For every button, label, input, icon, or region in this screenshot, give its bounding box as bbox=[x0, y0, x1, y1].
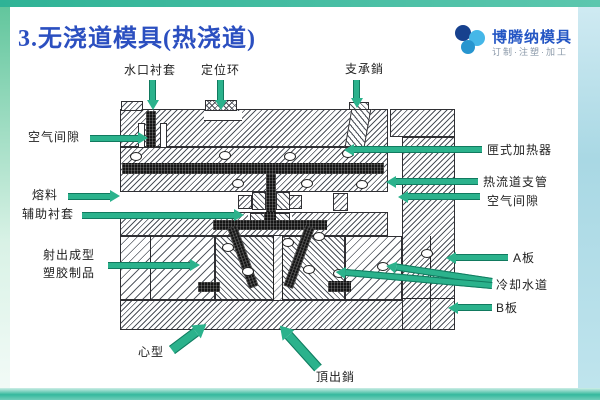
core-split-line bbox=[150, 236, 151, 330]
label-plate-a: A板 bbox=[513, 251, 536, 265]
locating-ring-boss bbox=[205, 100, 237, 111]
heater-hole bbox=[219, 151, 231, 160]
nozzle-flange-left bbox=[238, 195, 252, 209]
arrow-cartridge-heater bbox=[344, 144, 482, 156]
core-block-right bbox=[345, 236, 402, 300]
arrow-molded-product bbox=[108, 259, 200, 271]
company-logo-icon bbox=[453, 23, 489, 57]
label-molded-product-line1: 射出成型 bbox=[43, 248, 96, 262]
center-melt-channel bbox=[266, 174, 276, 214]
sprue-bushing-channel bbox=[146, 111, 156, 169]
arrow-air-gap-left bbox=[90, 132, 148, 144]
arrow-air-gap-right bbox=[398, 191, 480, 203]
ejector-pin bbox=[273, 236, 283, 330]
page-title: 3.无浇道模具(热浇道) bbox=[18, 26, 256, 52]
product-rim-right bbox=[328, 281, 351, 292]
label-locating-ring: 定位环 bbox=[201, 63, 241, 77]
logo-petal-mid bbox=[461, 40, 475, 54]
arrow-support-pin bbox=[351, 80, 363, 108]
right-accent-strip bbox=[578, 7, 600, 388]
cooling-hole bbox=[333, 269, 345, 278]
label-sprue-bushing: 水口衬套 bbox=[124, 63, 177, 77]
nozzle-flange-right bbox=[288, 195, 302, 209]
bottom-accent-bar bbox=[0, 388, 600, 400]
locating-ring-seat bbox=[204, 111, 242, 121]
heater-hole bbox=[130, 152, 142, 161]
arrow-plate-a bbox=[446, 252, 508, 264]
nozzle-bushing-right bbox=[276, 192, 290, 210]
label-ejector-pin: 頂出銷 bbox=[316, 370, 356, 384]
heater-hole bbox=[284, 152, 296, 161]
label-hot-runner-manifold: 热流道支管 bbox=[483, 175, 549, 189]
cooling-hole bbox=[377, 262, 389, 271]
b-plate bbox=[120, 300, 403, 330]
product-rim-left bbox=[198, 282, 220, 292]
air-gap-spacer bbox=[333, 193, 348, 211]
cooling-hole bbox=[421, 249, 433, 258]
company-logo-tagline: 订制·注塑·加工 bbox=[492, 47, 568, 57]
mold-side-frame bbox=[402, 137, 455, 330]
label-air-gap-left: 空气间隙 bbox=[28, 130, 81, 144]
label-melt: 熔料 bbox=[32, 188, 59, 202]
sprue-air-slot-right bbox=[160, 123, 167, 148]
cooling-hole bbox=[303, 265, 315, 274]
label-molded-product-line2: 塑胶制品 bbox=[43, 266, 96, 280]
company-logo-name: 博腾纳模具 bbox=[492, 29, 573, 46]
cooling-hole bbox=[222, 243, 234, 252]
arrow-locating-ring bbox=[215, 80, 227, 110]
label-cooling-channel: 冷却水道 bbox=[496, 278, 549, 292]
arrow-melt bbox=[68, 190, 120, 202]
label-air-gap-right: 空气间隙 bbox=[487, 194, 540, 208]
cooling-hole bbox=[313, 232, 325, 241]
heater-hole bbox=[301, 179, 313, 188]
cooling-hole bbox=[242, 267, 254, 276]
top-accent-bar bbox=[0, 0, 600, 7]
label-support-pin: 支承銷 bbox=[345, 62, 385, 76]
mold-top-plate-right bbox=[390, 109, 455, 137]
arrow-sprue-bushing bbox=[147, 80, 159, 110]
product-top-band bbox=[213, 220, 327, 230]
top-plate-tab bbox=[121, 101, 143, 111]
hot-runner-manifold-band bbox=[122, 163, 384, 174]
cooling-hole bbox=[282, 238, 294, 247]
label-cartridge-heater: 匣式加热器 bbox=[487, 143, 553, 157]
arrow-hot-runner-manifold bbox=[386, 176, 478, 188]
nozzle-bushing-left bbox=[252, 192, 266, 210]
logo-petal-navy bbox=[455, 25, 471, 41]
label-aux-bushing: 辅助衬套 bbox=[22, 207, 75, 221]
left-accent-strip bbox=[0, 7, 10, 400]
heater-hole bbox=[356, 180, 368, 189]
label-core: 心型 bbox=[138, 345, 165, 359]
label-plate-b: B板 bbox=[496, 301, 519, 315]
arrow-plate-b bbox=[448, 302, 492, 314]
heater-hole bbox=[342, 149, 354, 158]
heater-hole bbox=[232, 179, 244, 188]
frame-split-line bbox=[402, 298, 455, 299]
arrow-aux-bushing bbox=[82, 209, 244, 221]
